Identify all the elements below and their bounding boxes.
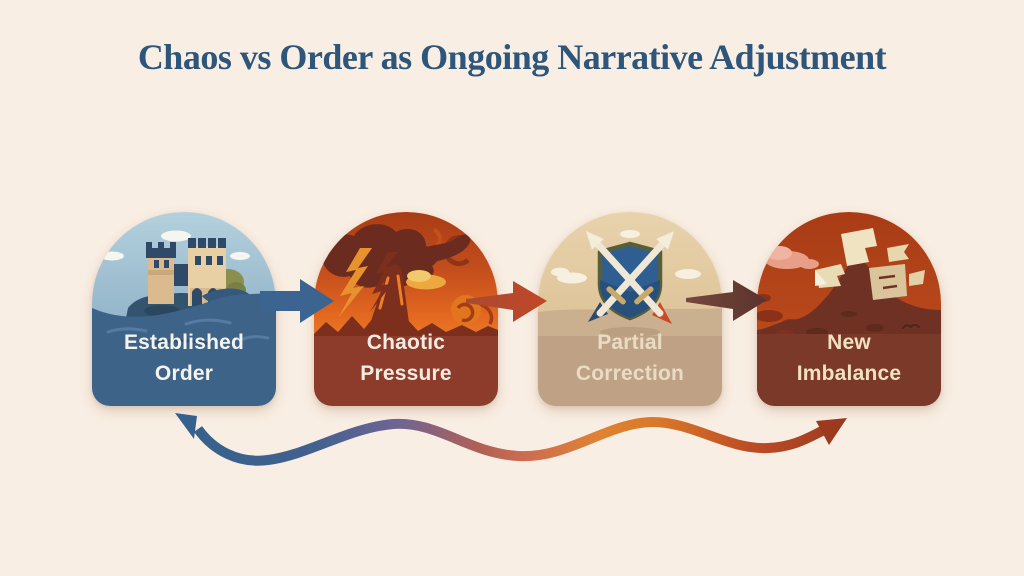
castle-island-icon (92, 212, 276, 406)
stage-card-partial-correction: Partial Correction (538, 212, 722, 406)
stage-card-established-order: Established Order (92, 212, 276, 406)
paper-fragments-icon (815, 228, 925, 300)
cloud-icon (100, 230, 250, 261)
cycle-feedback-arrow-icon (175, 413, 847, 466)
cloud-icon (765, 246, 819, 269)
sword-icon (585, 230, 664, 317)
stage-label-line2: Order (154, 362, 214, 385)
stage-label: Chaotic Pressure (314, 318, 498, 398)
stage-card-new-imbalance: New Imbalance (757, 212, 941, 406)
lightning-bolt-icon (370, 252, 398, 312)
stage-card-chaotic-pressure: Chaotic Pressure (314, 212, 498, 406)
shield-crossed-swords-icon (538, 212, 722, 406)
stage-label: Established Order (92, 318, 276, 398)
stage-label-line2: Imbalance (796, 362, 902, 385)
stage-label: Partial Correction (538, 318, 722, 398)
stage-label-line1: New (827, 331, 871, 354)
page-title: Chaos vs Order as Ongoing Narrative Adju… (137, 37, 887, 77)
scattered-papers-icon (757, 212, 941, 406)
lightning-bolt-icon (338, 248, 372, 318)
storm-lightning-volcano-icon (314, 212, 498, 406)
stage-label-line1: Chaotic (366, 331, 446, 354)
arrowhead-right-icon (816, 418, 847, 445)
cloud-icon (551, 230, 701, 284)
stage-label-line2: Pressure (360, 362, 452, 385)
stage-label-line1: Established (123, 331, 245, 354)
arrowhead-left-icon (175, 413, 197, 439)
stage-label-line1: Partial (597, 331, 663, 354)
stage-label: New Imbalance (757, 318, 941, 398)
stage-label-line2: Correction (575, 362, 685, 385)
